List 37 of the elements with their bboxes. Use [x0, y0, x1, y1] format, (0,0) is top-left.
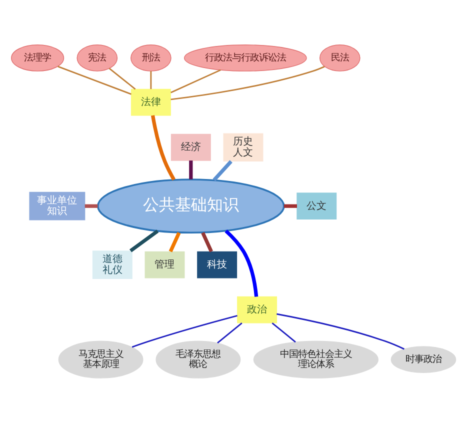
- connector: [272, 322, 296, 343]
- connector: [150, 71, 152, 90]
- connector: [201, 232, 213, 252]
- node-ellipse: 毛泽东思想概论: [156, 340, 241, 378]
- connector: [108, 68, 136, 90]
- node-box: 科技: [197, 251, 238, 278]
- connector: [189, 160, 193, 180]
- connector: [224, 230, 258, 297]
- node-ellipse: 时事政治: [390, 346, 456, 374]
- node-ellipse: 民法: [319, 44, 360, 72]
- connector: [150, 115, 176, 181]
- node-ellipse: 宪法: [76, 44, 118, 72]
- node-ellipse: 刑法: [130, 44, 172, 72]
- connector: [84, 204, 98, 208]
- connector: [284, 204, 297, 208]
- connector: [170, 69, 221, 94]
- connector: [276, 313, 404, 350]
- node-ellipse: 中国特色社会主义理论体系: [253, 340, 378, 378]
- connector: [168, 232, 181, 252]
- connector: [170, 66, 325, 100]
- connector: [132, 315, 238, 348]
- node-ellipse: 公共基础知识: [97, 178, 285, 234]
- node-box: 道德礼仪: [92, 250, 132, 279]
- node-ellipse: 法理学: [11, 44, 64, 72]
- node-box: 管理: [144, 251, 185, 278]
- node-box: 经济: [170, 134, 211, 161]
- node-ellipse: 行政法与行政诉讼法: [184, 44, 307, 72]
- node-box: 历史人文: [223, 133, 264, 162]
- node-box: 政治: [237, 296, 278, 324]
- node-ellipse: 马克思主义基本原理: [58, 340, 144, 378]
- connector: [130, 230, 159, 252]
- connector: [58, 66, 132, 95]
- node-box: 事业单位知识: [29, 192, 86, 220]
- node-box: 法律: [130, 88, 171, 116]
- connector: [217, 322, 242, 344]
- connector: [212, 160, 232, 182]
- node-box: 公文: [296, 192, 337, 220]
